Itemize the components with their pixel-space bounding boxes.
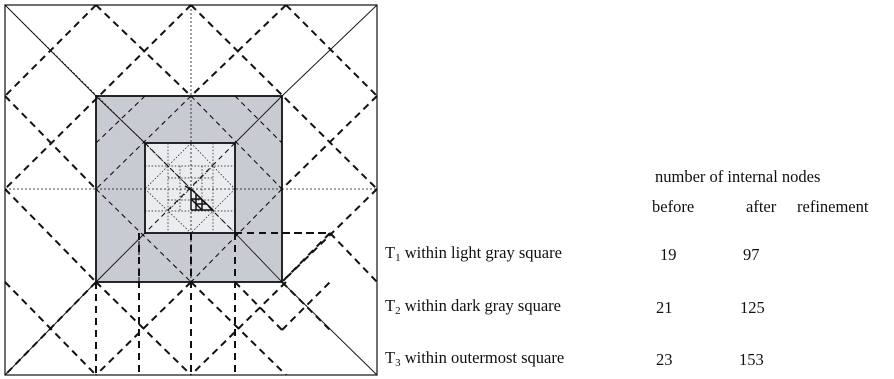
row-label-t1: T1 within light gray square [385,243,562,264]
column-header-before: before [652,197,695,216]
t-symbol: T [385,348,396,367]
t-index: 1 [395,252,401,264]
row-3-before-value: 23 [656,350,673,369]
row-2-before-value: 21 [656,298,673,317]
t-symbol: T [385,243,396,262]
column-header-refinement: refinement [797,197,869,216]
row-1-after-value: 97 [743,245,760,264]
fine-dotted-refinement [144,142,236,234]
row-3-after-value: 153 [739,350,764,369]
t-index: 2 [395,305,401,317]
row-label-t3: T3 within outermost square [385,348,565,369]
column-header-after: after [746,197,777,216]
t-symbol: T [385,296,396,315]
row-2-after-value: 125 [740,298,765,317]
mesh-refinement-diagram [4,4,378,376]
row-label-t2: T2 within dark gray square [385,296,561,317]
thick-dashed-lines [4,4,378,376]
central-refinement-cluster [184,185,214,211]
table-header-title: number of internal nodes [655,167,821,186]
row-description: within dark gray square [404,296,561,315]
row-1-before-value: 19 [660,245,677,264]
row-description: within light gray square [404,243,562,262]
row-description: within outermost square [404,348,565,367]
t-index: 3 [395,357,401,369]
